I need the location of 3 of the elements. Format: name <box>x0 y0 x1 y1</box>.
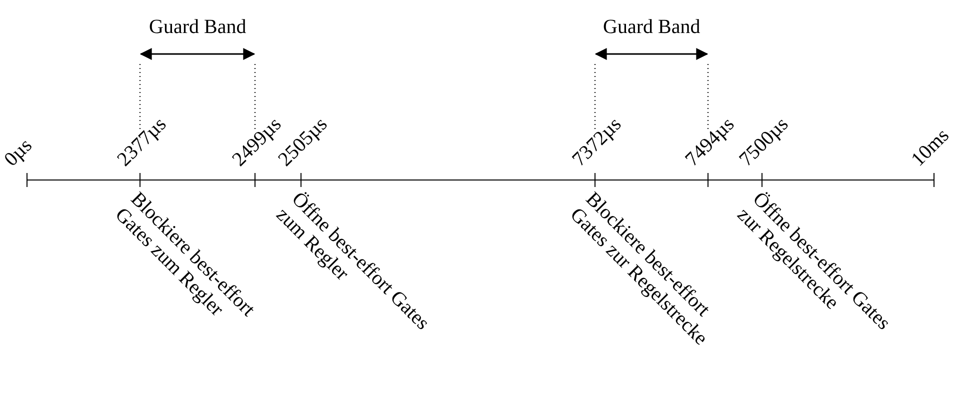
guard-band-label: Guard Band <box>603 17 700 37</box>
time-label: 0µs <box>0 135 36 170</box>
guard-band-label: Guard Band <box>149 17 246 37</box>
